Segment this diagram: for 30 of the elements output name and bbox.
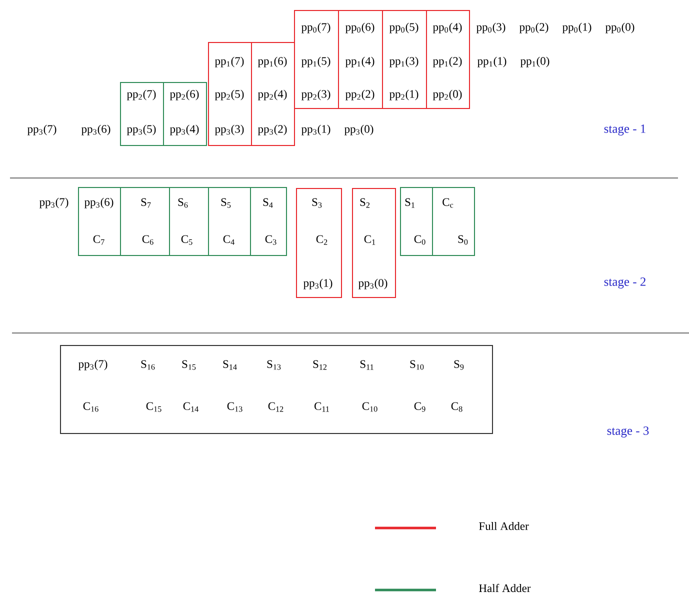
- half-adder-box: S$_{1}$ C$_{0}$: [400, 187, 433, 256]
- half-adder-box: S$_{4}$ C$_{3}$: [250, 187, 287, 256]
- full-adder-box: pp$_{0}$(5) pp$_{1}$(3) pp$_{2}$(1): [382, 10, 427, 109]
- signal-label: pp$_{1}$(0): [520, 56, 550, 68]
- half-adder-box: pp$_{3}$(6) C$_{7}$: [78, 187, 121, 256]
- signal-label: pp$_{3}$(7): [27, 124, 56, 136]
- full-adder-box: S$_{2}$ C$_{1}$ pp$_{3}$(0): [352, 188, 396, 298]
- signal-label: pp$_{0}$(1): [562, 22, 592, 34]
- half-adder-box: S$_{7}$ C$_{6}$: [120, 187, 170, 256]
- full-adder-box: pp$_{0}$(6) pp$_{1}$(4) pp$_{2}$(2): [338, 10, 383, 109]
- half-adder-box: S$_{6}$ C$_{5}$: [169, 187, 209, 256]
- signal-label: pp$_{0}$(2): [519, 22, 548, 34]
- signal-label: pp$_{3}$(1): [301, 124, 330, 136]
- half-adder-box: S$_{5}$ C$_{4}$: [208, 187, 251, 256]
- half-adder-box: pp$_{2}$(7) pp$_{3}$(5): [120, 82, 164, 146]
- full-adder-box: pp$_{1}$(7) pp$_{2}$(5) pp$_{3}$(3): [208, 42, 252, 146]
- full-adder-box: pp$_{0}$(4) pp$_{1}$(2) pp$_{2}$(0): [426, 10, 470, 109]
- half-adder-box: C$_{c}$ S$_{0}$: [432, 187, 475, 256]
- result-box: pp$_{3}$(7) S$_{16}$ S$_{15}$ S$_{14}$ S$_{13}$ S$_{12}$ S$_{11}$ S$_{10}$ S$_{9}$ C$_{16}$ C$_{15}$ C$_{14}$ C$_{13}$ C$_{12}$ C$_{11}$ C$_{10}$ C$_{9}$ C$_{8}$: [60, 345, 493, 434]
- stage-label: stage - 3: [607, 426, 649, 438]
- full-adder-box: S$_{3}$ C$_{2}$ pp$_{3}$(1): [296, 188, 342, 298]
- stage-label: stage - 1: [604, 124, 646, 136]
- legend-label: Full Adder: [479, 522, 529, 530]
- full-adder-box: pp$_{1}$(6) pp$_{2}$(4) pp$_{3}$(2): [251, 42, 295, 146]
- full-adder-box: pp$_{0}$(7) pp$_{1}$(5) pp$_{2}$(3): [294, 10, 339, 109]
- signal-label: pp$_{3}$(0): [344, 124, 374, 136]
- legend-label: Half Adder: [479, 584, 531, 592]
- signal-label: pp$_{0}$(0): [605, 22, 634, 34]
- half-adder-box: pp$_{2}$(6) pp$_{3}$(4): [163, 82, 207, 146]
- stage-label: stage - 2: [604, 278, 646, 288]
